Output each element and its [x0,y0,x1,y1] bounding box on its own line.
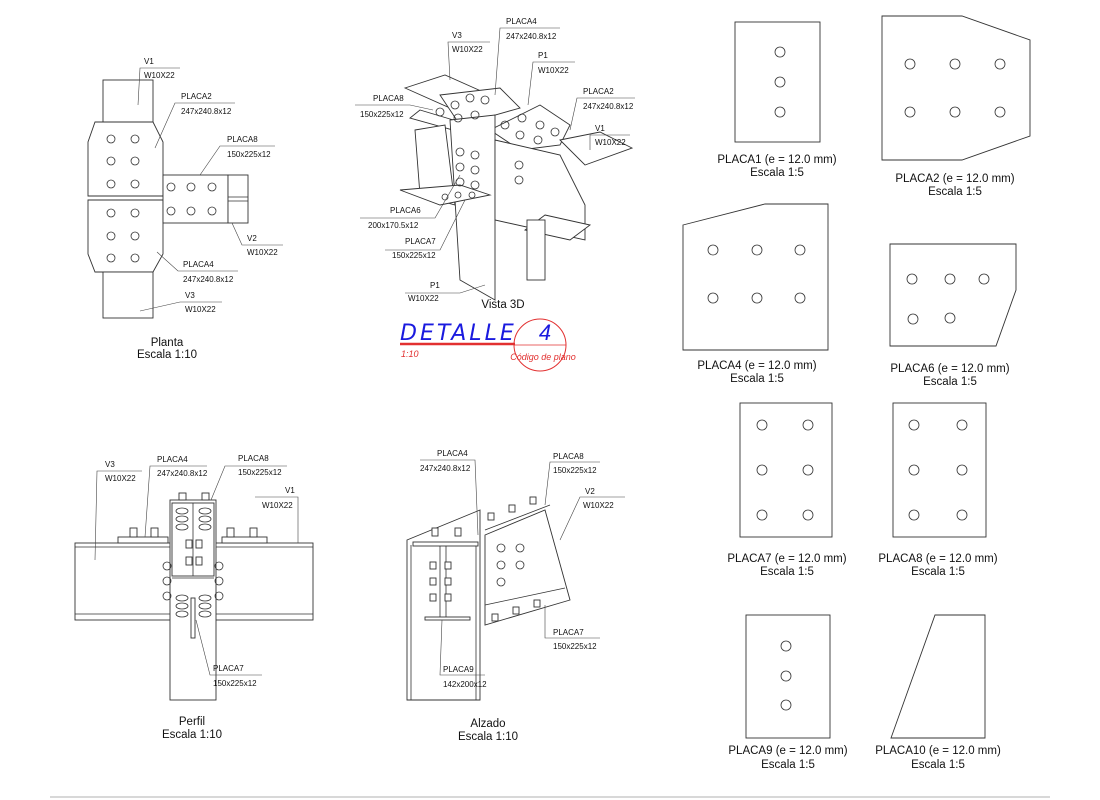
label-name: V2 [585,487,595,496]
plate-scale: Escala 1:5 [760,566,814,578]
detail-title-block: DETALLE 4 1:10 Código de plano [400,318,576,372]
label-name: PLACA4 [183,260,214,269]
label-spec: 150x225x12 [213,679,257,688]
label-name: PLACA4 [437,449,468,458]
plate-scale: Escala 1:5 [923,376,977,388]
label-name: PLACA4 [157,455,188,464]
label-spec: 247x240.8x12 [583,102,634,111]
label-spec: 150x225x12 [360,110,404,119]
perfil-view: V3 W10X22 PLACA4 247x240.8x12 PLACA8 150… [74,454,314,741]
label-spec: 247x240.8x12 [420,464,471,473]
label-spec: 150x225x12 [238,468,282,477]
detail-number: 4 [539,320,551,345]
label-name: V1 [595,124,605,133]
label-spec: 200x170.5x12 [368,221,419,230]
plate-title: PLACA8 (e = 12.0 mm) [878,553,997,565]
plate-placa1: PLACA1 (e = 12.0 mm) Escala 1:5 [717,21,837,179]
bolt-pattern [106,134,217,263]
label-name: PLACA7 [405,237,436,246]
label-name: PLACA8 [238,454,269,463]
view-scale: Escala 1:10 [162,729,222,741]
plate-title: PLACA7 (e = 12.0 mm) [727,553,846,565]
alzado-view: PLACA4 247x240.8x12 PLACA8 150x225x12 V2… [406,449,625,743]
label-name: PLACA2 [181,92,212,101]
label-spec: W10X22 [185,305,216,314]
label-spec: 150x225x12 [392,251,436,260]
label-name: P1 [430,281,440,290]
label-spec: 247x240.8x12 [181,107,232,116]
plate-placa10: PLACA10 (e = 12.0 mm) Escala 1:5 [875,614,1001,771]
label-spec: 247x240.8x12 [183,275,234,284]
plate-placa7: PLACA7 (e = 12.0 mm) Escala 1:5 [727,402,847,578]
plate-placa4: PLACA4 (e = 12.0 mm) Escala 1:5 [682,203,829,385]
label-spec: 150x225x12 [227,150,271,159]
plate-scale: Escala 1:5 [750,167,804,179]
plate-scale: Escala 1:5 [911,566,965,578]
plate-title: PLACA1 (e = 12.0 mm) [717,154,836,166]
label-spec: W10X22 [262,501,293,510]
plate-placa6: PLACA6 (e = 12.0 mm) Escala 1:5 [889,243,1017,388]
label-spec: 247x240.8x12 [157,469,208,478]
plate-scale: Escala 1:5 [911,759,965,771]
bolt-pattern [435,93,560,201]
label-name: PLACA9 [443,665,474,674]
view-title: Alzado [470,718,505,730]
plate-scale: Escala 1:5 [928,186,982,198]
view-scale: Escala 1:10 [137,349,197,361]
label-spec: W10X22 [105,474,136,483]
plate-placa2: PLACA2 (e = 12.0 mm) Escala 1:5 [881,15,1031,198]
label-name: V3 [105,460,115,469]
bolt-pattern [429,496,541,622]
plate-title: PLACA9 (e = 12.0 mm) [728,745,847,757]
vista-3d-view: V3 W10X22 PLACA4 247x240.8x12 P1 W10X22 … [355,17,635,311]
label-name: PLACA7 [213,664,244,673]
label-name: PLACA2 [583,87,614,96]
bolt-pattern [129,492,258,618]
label-spec: W10X22 [538,66,569,75]
view-title: Perfil [179,716,205,728]
plate-scale: Escala 1:5 [730,373,784,385]
plan-code-label: Código de plano [510,352,576,362]
label-name: V2 [247,234,257,243]
plate-title: PLACA2 (e = 12.0 mm) [895,173,1014,185]
label-spec: 150x225x12 [553,642,597,651]
label-spec: W10X22 [247,248,278,257]
plate-title: PLACA6 (e = 12.0 mm) [890,363,1009,375]
view-scale: Escala 1:10 [458,731,518,743]
label-spec: 247x240.8x12 [506,32,557,41]
label-spec: W10X22 [452,45,483,54]
plate-scale: Escala 1:5 [761,759,815,771]
label-name: PLACA8 [553,452,584,461]
label-name: PLACA4 [506,17,537,26]
label-spec: 142x200x12 [443,680,487,689]
label-name: PLACA8 [227,135,258,144]
plate-title: PLACA10 (e = 12.0 mm) [875,745,1001,757]
detail-title: DETALLE [400,321,517,346]
detail-scale: 1:10 [401,349,419,359]
label-name: V3 [452,31,462,40]
label-name: V1 [144,57,154,66]
plate-placa8: PLACA8 (e = 12.0 mm) Escala 1:5 [878,402,998,578]
label-name: PLACA8 [373,94,404,103]
label-name: PLACA7 [553,628,584,637]
label-name: V1 [285,486,295,495]
label-spec: W10X22 [583,501,614,510]
plate-placa9: PLACA9 (e = 12.0 mm) Escala 1:5 [728,614,848,771]
label-spec: W10X22 [408,294,439,303]
label-spec: W10X22 [595,138,626,147]
label-spec: W10X22 [144,71,175,80]
view-title: Planta [151,337,184,349]
label-name: V3 [185,291,195,300]
label-name: P1 [538,51,548,60]
view-title: Vista 3D [481,299,524,311]
label-name: PLACA6 [390,206,421,215]
planta-view: V1 W10X22 PLACA2 247x240.8x12 PLACA8 150… [87,57,283,361]
label-spec: 150x225x12 [553,466,597,475]
plate-title: PLACA4 (e = 12.0 mm) [697,360,816,372]
